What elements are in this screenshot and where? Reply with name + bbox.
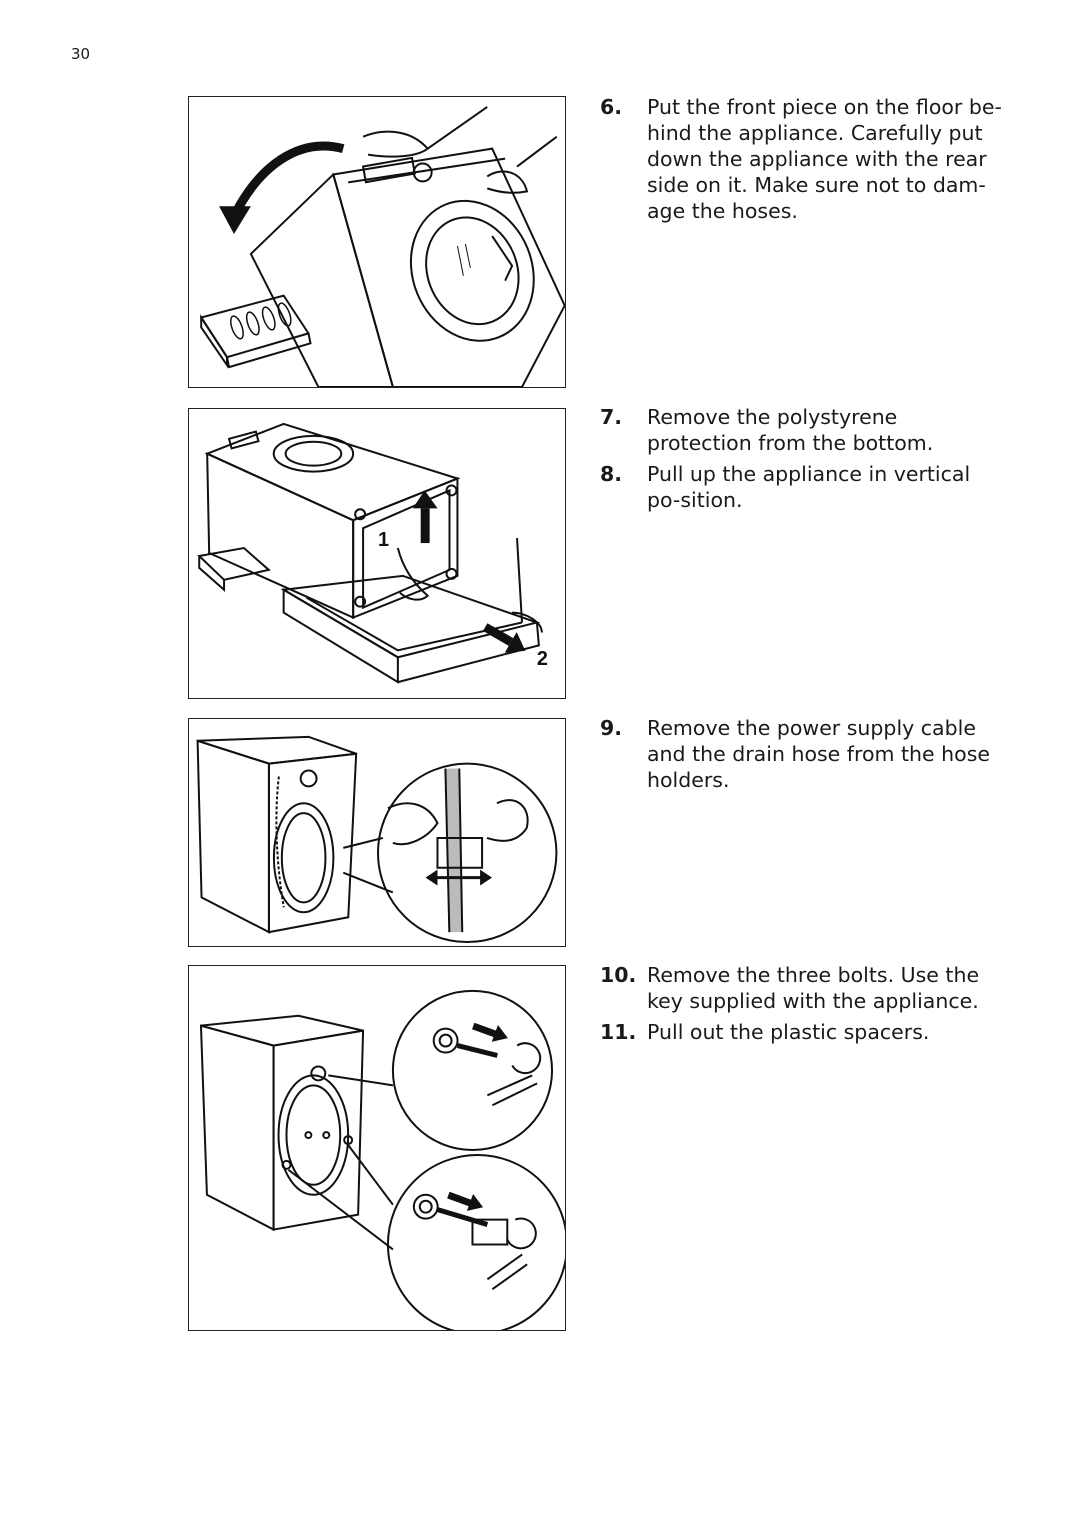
figure-label-2: 2 (537, 648, 548, 670)
step-number: 11. (600, 1020, 637, 1044)
step-number: 8. (600, 462, 623, 486)
step-text: Remove the power supply cable and the dr… (647, 716, 991, 792)
step-7: 7. Remove the polystyrene protection fro… (600, 404, 1020, 456)
step-text: Pull up the appliance in vertical po-sit… (647, 462, 971, 512)
step-text: Remove the polystyrene protection from t… (647, 405, 934, 455)
step-number: 10. (600, 963, 637, 987)
step-number: 7. (600, 405, 623, 429)
step-9: 9. Remove the power supply cable and the… (600, 715, 1020, 793)
figure-remove-bolts (188, 965, 566, 1331)
step-text: Pull out the plastic spacers. (647, 1020, 930, 1044)
step-10: 10. Remove the three bolts. Use the key … (600, 962, 1020, 1014)
step-text: Put the front piece on the floor be-hind… (647, 95, 1002, 223)
remove-hoses-illustration (189, 719, 565, 946)
step-number: 9. (600, 716, 623, 740)
tilt-appliance-illustration (189, 97, 565, 387)
page-number: 30 (71, 45, 91, 63)
figure-label-1: 1 (378, 529, 389, 551)
figure-remove-hoses (188, 718, 566, 947)
step-6: 6. Put the front piece on the floor be-h… (600, 94, 1020, 224)
step-text: Remove the three bolts. Use the key supp… (647, 963, 980, 1013)
figure-tilt-appliance (188, 96, 566, 388)
step-11: 11. Pull out the plastic spacers. (600, 1019, 1020, 1045)
step-number: 6. (600, 95, 623, 119)
figure-remove-polystyrene: 1 2 (188, 408, 566, 699)
remove-polystyrene-illustration: 1 2 (189, 409, 548, 698)
remove-bolts-illustration (189, 966, 565, 1330)
step-8: 8. Pull up the appliance in vertical po-… (600, 461, 1020, 513)
